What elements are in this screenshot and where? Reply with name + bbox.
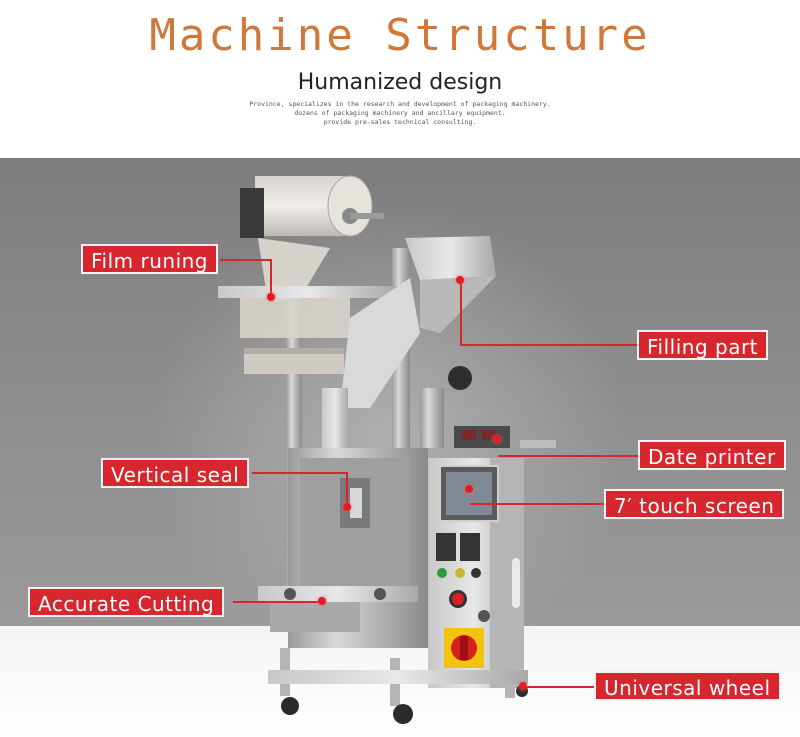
wheel [281, 697, 299, 715]
base-frame [268, 670, 528, 684]
description: Province, specializes in the research an… [0, 100, 800, 127]
film-motor [240, 188, 264, 238]
callout-line-film [220, 259, 272, 261]
label-film-running: Film runing [81, 244, 219, 274]
forming-cone [340, 278, 420, 408]
film-roller-bar [218, 286, 398, 298]
description-line: provide pre-sales technical consulting. [323, 118, 477, 126]
callout-dot-seal [343, 503, 351, 511]
callout-dot-cutting [318, 597, 326, 605]
label-touch-screen: 7′ touch screen [604, 489, 785, 519]
header: Machine Structure Humanized design Provi… [0, 0, 800, 158]
label-date-printer: Date printer [638, 440, 786, 470]
product-photo: Film runing Filling part Vertical seal D… [0, 158, 800, 737]
label-universal-wheel: Universal wheel [594, 671, 781, 701]
callout-line-cutting [233, 601, 323, 603]
packaging-machine-illustration [218, 175, 556, 724]
callout-dot-screen [465, 485, 473, 493]
callout-line-screen [470, 503, 608, 505]
callout-dot-printer [493, 435, 501, 443]
description-line: dozens of packaging machinery and ancill… [294, 109, 506, 117]
callout-line-seal-drop [346, 472, 348, 507]
page-subtitle: Humanized design [297, 70, 503, 95]
callout-line-wheel [526, 686, 598, 688]
filling-hopper [405, 236, 496, 280]
callout-dot-filling [456, 276, 464, 284]
wheel [393, 704, 413, 724]
callout-line-film-drop [270, 259, 272, 297]
callout-line-seal [252, 472, 347, 474]
page-title: Machine Structure [149, 10, 651, 61]
callout-dot-film [267, 293, 275, 301]
callout-line-filling [460, 280, 462, 345]
label-filling-part: Filling part [637, 330, 769, 360]
label-vertical-seal: Vertical seal [101, 458, 250, 488]
label-accurate-cutting: Accurate Cutting [28, 587, 225, 617]
callout-line-filling-h [460, 344, 640, 346]
cutting-unit [258, 586, 418, 602]
callout-dot-wheel [519, 682, 527, 690]
callout-line-printer [498, 455, 640, 457]
description-line: Province, specializes in the research an… [249, 100, 551, 108]
